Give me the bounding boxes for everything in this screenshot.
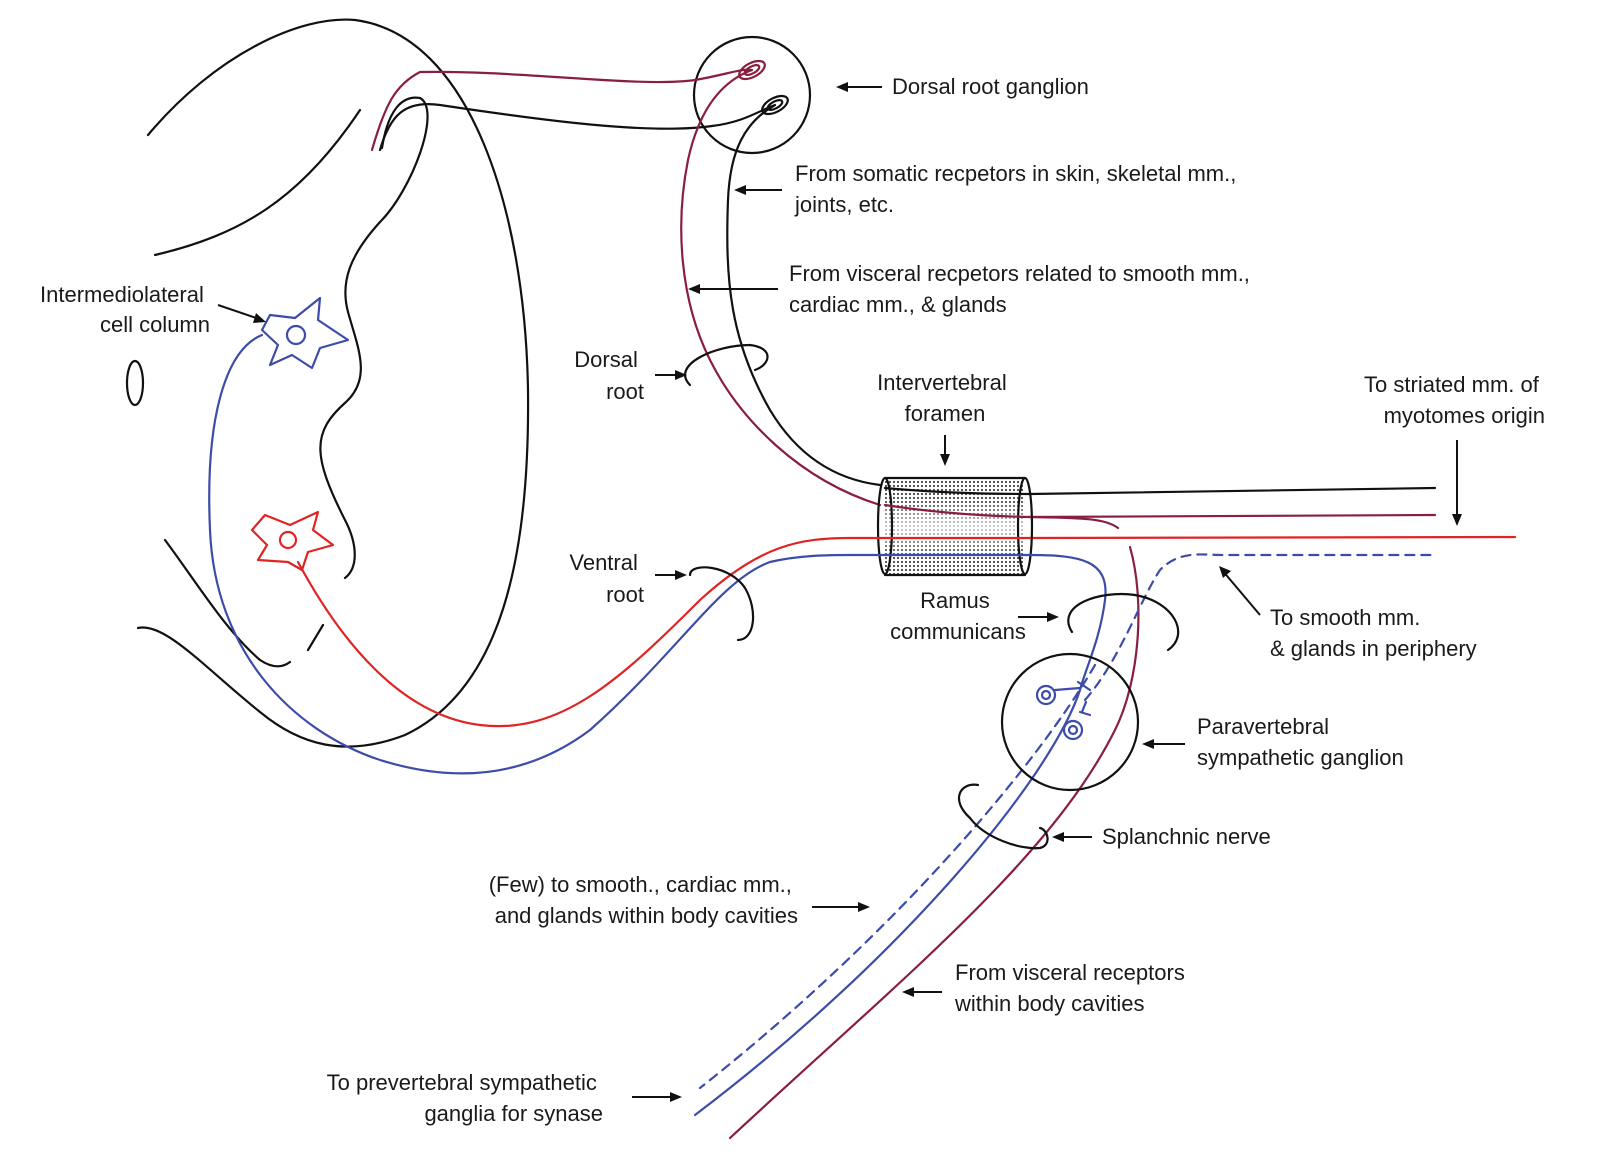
arrow-smooth-periphery <box>1219 566 1261 616</box>
label-visceral-cavities: From visceral receptors within body cavi… <box>954 960 1191 1016</box>
somatic-motor-axon <box>296 536 852 728</box>
label-intermediolateral: Intermediolateral cell column <box>40 282 210 337</box>
arrow-intermediolateral <box>217 304 266 323</box>
spinal-nerve-black <box>1028 486 1437 496</box>
splanchnic-bracket <box>958 783 1049 850</box>
somatic-motor-neuron <box>250 510 335 572</box>
spinal-nerve-maroon <box>1028 513 1437 519</box>
arrow-paravertebral <box>1142 739 1185 749</box>
somatic-afferent-fiber <box>378 103 882 487</box>
label-dorsal-root: Dorsal root <box>574 347 644 404</box>
ganglion-cell-2-outer <box>1062 719 1084 741</box>
pointer-arrows <box>217 82 1462 1102</box>
ganglion-cell-2-inner <box>1067 724 1079 736</box>
dorsal-root-bracket <box>684 343 769 387</box>
arrow-few <box>812 902 870 912</box>
ventral-root-bracket <box>688 566 755 642</box>
label-few: (Few) to smooth., cardiac mm., and gland… <box>489 872 798 928</box>
arrow-striated <box>1452 440 1462 526</box>
ganglion-cell-1-outer <box>1035 684 1057 706</box>
central-canal <box>125 359 145 407</box>
label-somatic-from: From somatic recpetors in skin, skeletal… <box>794 161 1242 217</box>
postganglionic-splanchnic <box>698 663 1097 1090</box>
label-striated: To striated mm. of myotomes origin <box>1364 372 1545 428</box>
foramen-far-end <box>1016 476 1034 576</box>
drg-somatic-cell-outer <box>761 94 789 116</box>
paravertebral-ganglion <box>1000 652 1140 792</box>
arrow-iv-foramen <box>940 435 950 466</box>
paravertebral-circle <box>1000 652 1140 792</box>
postganglionic-to-periphery <box>1083 553 1437 702</box>
somatic-through-foramen <box>883 486 1032 496</box>
visceral-afferent-fiber <box>370 68 882 507</box>
arrow-prevertebral <box>632 1092 682 1102</box>
cord-dorsal-horn-outer <box>153 108 362 257</box>
label-iv-foramen: Intervertebral foramen <box>877 370 1013 426</box>
label-smooth-periphery: To smooth mm. & glands in periphery <box>1270 605 1477 661</box>
foramen-near-end <box>876 476 894 576</box>
ganglion-cell-1-inner <box>1040 689 1052 701</box>
cord-outer-outline <box>136 18 530 748</box>
label-paravertebral: Paravertebral sympathetic ganglion <box>1197 714 1404 770</box>
ramus-bracket <box>1067 593 1180 652</box>
sympathetic-preganglionic-neuron <box>260 296 350 370</box>
visceral-through-foramen <box>883 503 1032 519</box>
label-ventral-root: Ventral root <box>569 550 644 607</box>
visceral-branch-maroon <box>1028 515 1120 530</box>
label-ramus: Ramus communicans <box>890 588 1026 644</box>
visceral-afferent-descending <box>728 545 1140 1140</box>
spinal-nerve-red <box>1028 535 1517 540</box>
arrow-dorsal-root <box>655 370 687 380</box>
arrow-drg <box>836 82 882 92</box>
cord-ventral-horn-line <box>163 538 292 668</box>
arrow-ramus <box>1018 612 1059 622</box>
label-splanchnic: Splanchnic nerve <box>1102 824 1271 849</box>
spinal-cord <box>125 18 530 748</box>
arrow-visceral <box>688 284 778 294</box>
somatic-motor-nucleus <box>278 530 298 550</box>
sympathetic-preganglionic-axon <box>208 333 852 775</box>
sympathetic-to-chain <box>693 553 1107 1117</box>
sympathetic-neuron-nucleus <box>285 324 307 346</box>
cord-ventral-stub <box>306 623 325 652</box>
arrow-visceral-cavities <box>902 987 942 997</box>
cord-dorsal-horn-inner <box>319 96 429 580</box>
arrow-ventral-root <box>655 570 687 580</box>
arrow-splanchnic <box>1052 832 1092 842</box>
label-prevertebral: To prevertebral sympathetic ganglia for … <box>327 1070 603 1126</box>
label-visceral-from: From visceral recpetors related to smoot… <box>789 261 1256 317</box>
arrow-somatic <box>734 185 782 195</box>
label-drg: Dorsal root ganglion <box>892 74 1089 99</box>
dorsal-root-ganglion <box>692 35 812 155</box>
ganglion-synapse-branches <box>1053 680 1092 717</box>
drg-circle <box>692 35 812 155</box>
